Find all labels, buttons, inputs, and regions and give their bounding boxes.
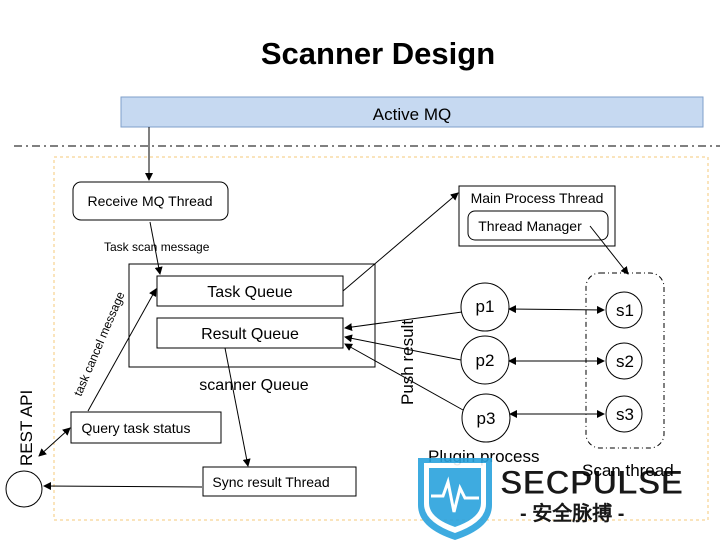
arrow-rest-query xyxy=(38,427,71,457)
receive-mq-thread-label: Receive MQ Thread xyxy=(87,193,212,209)
rest-api-node xyxy=(5,470,43,508)
arrow-taskqueue-to-mainprocess xyxy=(342,192,459,292)
arrow-sync-to-rest xyxy=(43,482,203,491)
result-queue-label: Result Queue xyxy=(201,326,299,343)
query-task-status-label: Query task status xyxy=(82,420,191,436)
arrow-threadmanager-to-scanthreads xyxy=(589,225,629,275)
plugin-p1: p1 xyxy=(460,282,510,332)
scan-thread-s3-label: s3 xyxy=(616,405,634,424)
page-title: Scanner Design xyxy=(261,36,495,71)
query-task-status-box xyxy=(70,411,222,444)
rest-api-label: REST API xyxy=(17,390,36,466)
sync-result-thread-label: Sync result Thread xyxy=(212,474,329,490)
plugin-p3: p3 xyxy=(461,393,511,443)
main-process-thread-label: Main Process Thread xyxy=(471,190,604,206)
scan-thread-s1: s1 xyxy=(605,291,643,329)
arrow-p1-s1 xyxy=(508,305,605,314)
arrow-receive-to-taskqueue xyxy=(149,221,163,275)
plugin-p3-label: p3 xyxy=(477,409,496,428)
arrow-p2-to-resultqueue xyxy=(344,334,462,361)
result-queue-box xyxy=(156,317,344,349)
receive-mq-thread-box xyxy=(72,181,229,221)
arrow-p3-to-resultqueue xyxy=(344,343,464,411)
scanner-process-region xyxy=(53,156,709,521)
plugin-p2: p2 xyxy=(460,335,510,385)
watermark-name: SECPULSE xyxy=(500,464,683,502)
task-scan-message-label: Task scan message xyxy=(104,240,210,254)
arrow-p1-to-resultqueue xyxy=(344,311,463,332)
thread-manager-label: Thread Manager xyxy=(478,218,582,234)
scan-thread-s2-label: s2 xyxy=(616,352,634,371)
scan-thread-s1-label: s1 xyxy=(616,301,634,320)
scanner-queue-label: scanner Queue xyxy=(199,377,309,394)
plugin-p1-label: p1 xyxy=(476,297,495,316)
scan-thread-label: Scan thread xyxy=(582,461,674,480)
activemq-label: Active MQ xyxy=(373,105,451,124)
arrow-query-to-taskqueue xyxy=(87,288,157,412)
push-result-label: Push result xyxy=(398,320,417,405)
watermark-subtitle: - 安全脉搏 - xyxy=(520,501,624,525)
arrow-resultqueue-to-sync xyxy=(224,347,251,467)
task-cancel-message-label: task cancel message xyxy=(71,289,128,398)
activemq-bar xyxy=(120,96,704,128)
sync-result-thread-box xyxy=(202,466,357,497)
task-queue-label: Task Queue xyxy=(207,284,292,301)
plugin-p2-label: p2 xyxy=(476,351,495,370)
thread-manager-box xyxy=(467,210,609,241)
watermark: SECPULSE - 安全脉搏 - xyxy=(418,458,684,540)
shield-pulse-icon xyxy=(418,458,492,540)
scan-thread-s3: s3 xyxy=(605,395,643,433)
scan-thread-s2: s2 xyxy=(605,342,643,380)
